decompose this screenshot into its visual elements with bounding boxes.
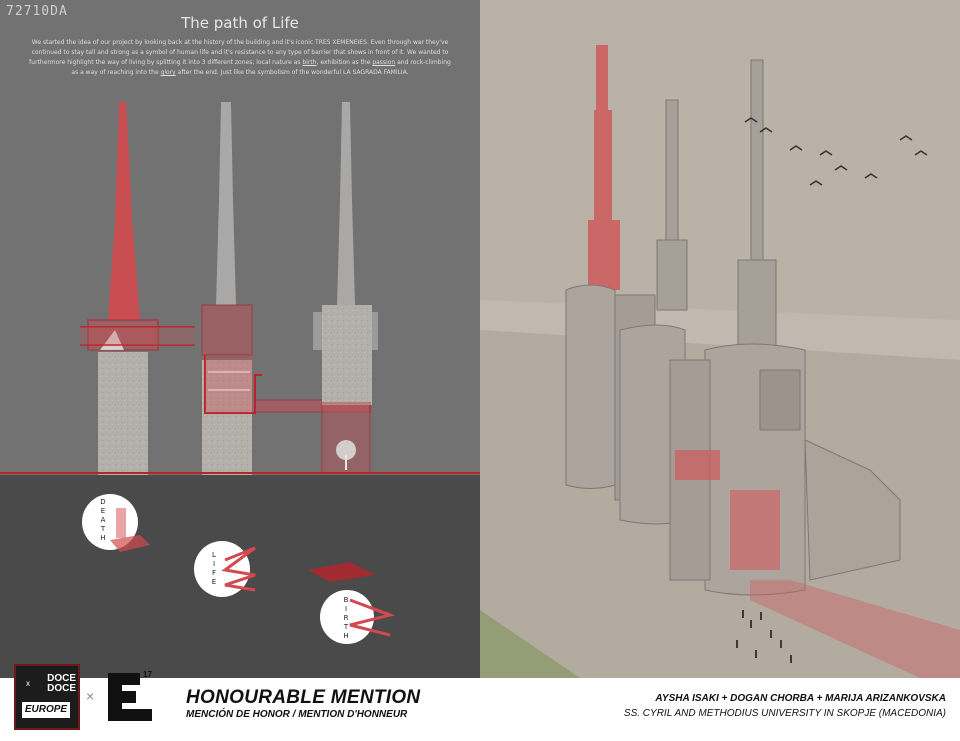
keyword-passion: passion (372, 59, 396, 66)
axonometric-render-svg (480, 0, 960, 678)
keyword-glory: glory (160, 69, 176, 76)
e-logo-icon (108, 673, 152, 721)
keyword-birth: birth (302, 59, 317, 66)
edition-number: 17 (143, 670, 152, 679)
diagram-birth-circle (320, 590, 374, 644)
axonometric-render-panel (480, 0, 960, 678)
diagram-shapes-svg (110, 508, 396, 637)
award-title: HONOURABLE MENTION (186, 687, 421, 708)
university: SS. CYRIL AND METHODIUS UNIVERSITY IN SK… (623, 708, 946, 719)
chimney-birth (313, 102, 378, 474)
section-drawing-panel: 72710DA The path of Life We started the … (0, 0, 480, 678)
project-code: 72710DA (6, 4, 68, 19)
cross-symbol: × (86, 688, 95, 704)
footer-bar (0, 678, 960, 741)
project-title: The path of Life (181, 14, 299, 32)
chimney-life (201, 102, 262, 475)
chimney-section-svg (0, 102, 480, 475)
chimney-death (80, 102, 195, 475)
project-description: We started the idea of our project by lo… (29, 39, 451, 76)
doce-x-doce-logo: DOCE x DOCE EUROPE (14, 664, 80, 730)
award-subtitle: MENCIÓN DE HONOR / MENTION D'HONNEUR (186, 709, 408, 720)
authors: AYSHA ISAKI + DOGAN CHORBA + MARIJA ARIZ… (655, 693, 946, 704)
